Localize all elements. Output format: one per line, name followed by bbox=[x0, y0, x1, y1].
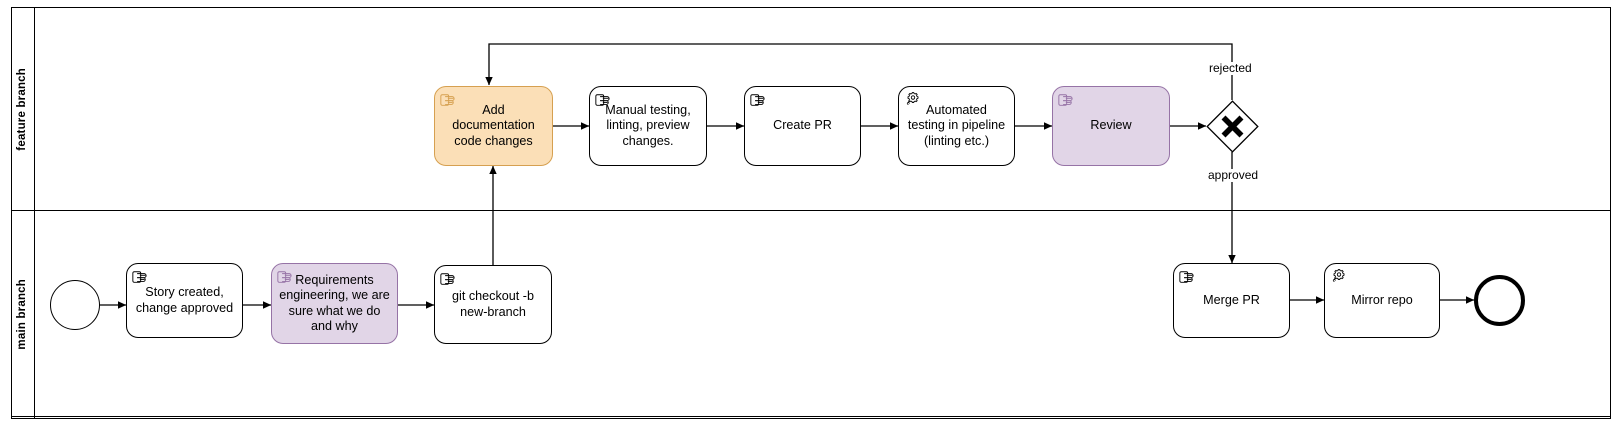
task-label: Requirements engineering, we are sure wh… bbox=[279, 272, 390, 333]
task-mirror-repo[interactable]: Mirror repo bbox=[1324, 263, 1440, 338]
task-add-documentation[interactable]: Add documentation code changes bbox=[434, 86, 553, 166]
task-label: Review bbox=[1090, 118, 1132, 133]
task-label: Add documentation code changes bbox=[452, 102, 535, 148]
task-requirements-engineering[interactable]: Requirements engineering, we are sure wh… bbox=[271, 263, 398, 344]
manual-task-icon bbox=[132, 268, 149, 285]
end-event[interactable] bbox=[1474, 275, 1525, 326]
exclusive-gateway[interactable] bbox=[1206, 100, 1259, 153]
service-task-gear-icon bbox=[1330, 268, 1347, 285]
edge-label-rejected: rejected bbox=[1207, 61, 1254, 76]
start-event[interactable] bbox=[50, 280, 100, 330]
task-manual-testing[interactable]: Manual testing, linting, preview changes… bbox=[589, 86, 707, 166]
exclusive-gateway-x-icon bbox=[1221, 115, 1244, 138]
lane-main-branch: main branch bbox=[11, 210, 1611, 419]
task-automated-testing[interactable]: Automated testing in pipeline (linting e… bbox=[898, 86, 1015, 166]
manual-task-icon bbox=[440, 270, 457, 287]
lane-label-main-branch: main branch bbox=[16, 279, 29, 350]
task-label: Create PR bbox=[773, 118, 832, 133]
task-merge-pr[interactable]: Merge PR bbox=[1173, 263, 1290, 338]
task-create-pr[interactable]: Create PR bbox=[744, 86, 861, 166]
lane-header-feature-branch: feature branch bbox=[12, 8, 35, 210]
edge-label-approved: approved bbox=[1206, 168, 1261, 183]
task-label: git checkout -b new-branch bbox=[452, 289, 534, 319]
manual-task-icon bbox=[1179, 268, 1196, 285]
task-label: Mirror repo bbox=[1351, 292, 1413, 307]
task-label: Manual testing, linting, preview changes… bbox=[605, 102, 691, 148]
lane-header-main-branch: main branch bbox=[12, 211, 35, 418]
task-review[interactable]: Review bbox=[1052, 86, 1170, 166]
task-label: Story created, change approved bbox=[135, 285, 234, 315]
manual-task-icon bbox=[750, 91, 767, 108]
task-story-created[interactable]: Story created, change approved bbox=[126, 263, 243, 338]
pool: feature branch main branch bbox=[11, 7, 1611, 419]
task-git-checkout[interactable]: git checkout -b new-branch bbox=[434, 265, 552, 344]
task-label: Merge PR bbox=[1203, 292, 1260, 307]
task-label: Automated testing in pipeline (linting e… bbox=[907, 102, 1006, 148]
lane-label-feature-branch: feature branch bbox=[16, 67, 29, 151]
manual-task-icon bbox=[1058, 91, 1075, 108]
